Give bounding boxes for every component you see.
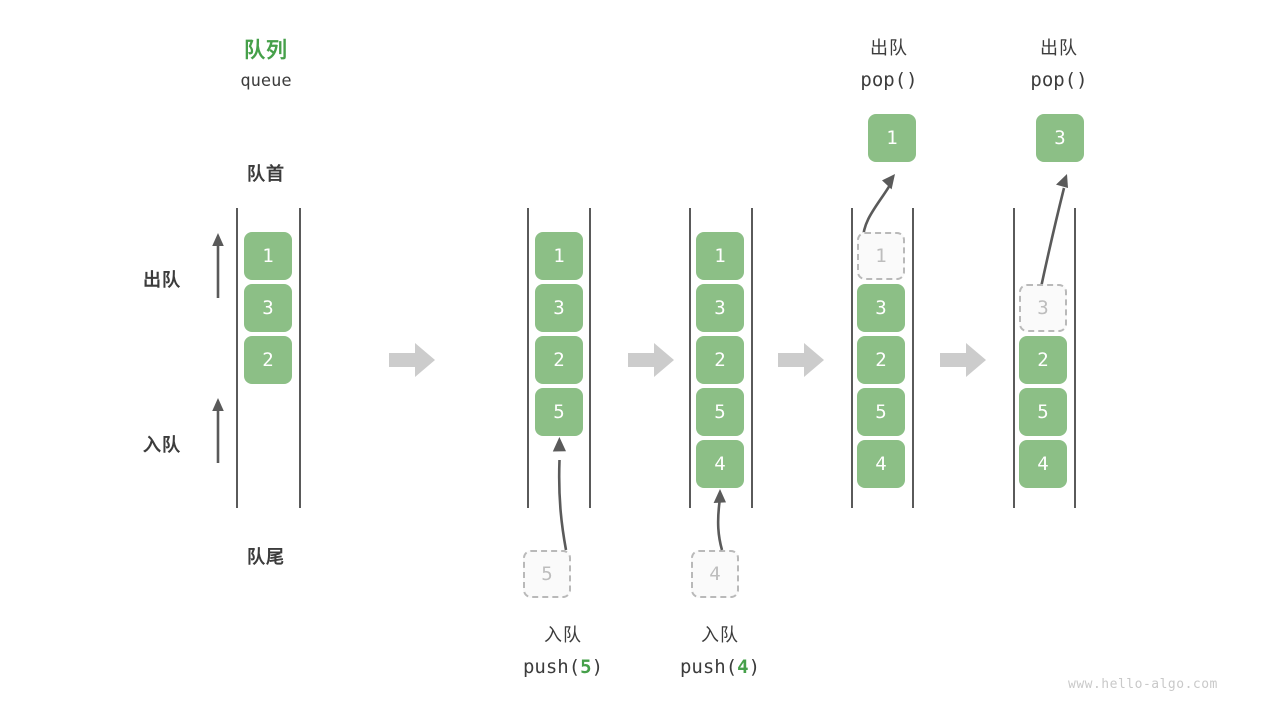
flow-arrow-3-icon — [778, 342, 824, 378]
queue-cell: 5 — [696, 388, 744, 436]
queue-cell: 5 — [1019, 388, 1067, 436]
enqueue-label: 入队 — [143, 435, 181, 455]
dequeue-label: 出队 — [143, 270, 181, 290]
queue-cell-ghost: 1 — [857, 232, 905, 280]
popped-cell: 1 — [868, 114, 916, 162]
watermark: www.hello-algo.com — [1068, 677, 1218, 692]
push-4-code-prefix: push( — [679, 656, 738, 678]
pop-1-code: pop() — [860, 69, 918, 91]
rear-label: 队尾 — [247, 547, 285, 567]
rail-right-2 — [589, 208, 591, 508]
rail-right-1 — [299, 208, 301, 508]
rail-right-3 — [751, 208, 753, 508]
push-4-code: push(4) — [650, 656, 790, 678]
queue-cell: 2 — [696, 336, 744, 384]
queue-title-en: queue — [240, 71, 292, 91]
pop-1-label-cn: 出队 — [870, 38, 908, 58]
flow-arrow-4-icon — [940, 342, 986, 378]
push-arrow-icon — [702, 488, 738, 551]
queue-title-cn: 队列 — [244, 39, 288, 62]
queue-cell: 4 — [857, 440, 905, 488]
popped-cell: 3 — [1036, 114, 1084, 162]
queue-cell: 3 — [244, 284, 292, 332]
queue-cell: 3 — [696, 284, 744, 332]
queue-cell: 2 — [535, 336, 583, 384]
flow-arrow-2-icon — [628, 342, 674, 378]
queue-cell: 1 — [244, 232, 292, 280]
queue-cell: 1 — [696, 232, 744, 280]
enqueue-arrow-icon — [209, 397, 227, 463]
push-5-code: push(5) — [493, 656, 633, 678]
pop-arrow-icon — [857, 168, 907, 241]
push-5-code-suffix: ) — [591, 656, 604, 678]
pop-3-label-cn: 出队 — [1040, 38, 1078, 58]
incoming-ghost-cell: 4 — [691, 550, 739, 598]
push-5-code-arg: 5 — [580, 656, 592, 678]
push-arrow-icon — [540, 436, 580, 551]
queue-cell: 2 — [857, 336, 905, 384]
pop-3-code: pop() — [1030, 69, 1088, 91]
rail-right-5 — [1074, 208, 1076, 508]
push-4-code-suffix: ) — [748, 656, 761, 678]
rail-left-2 — [527, 208, 529, 508]
pop-arrow-icon — [1026, 168, 1080, 293]
queue-cell: 3 — [857, 284, 905, 332]
rail-left-5 — [1013, 208, 1015, 508]
queue-cell: 2 — [1019, 336, 1067, 384]
queue-cell: 5 — [535, 388, 583, 436]
queue-cell: 3 — [535, 284, 583, 332]
rail-left-4 — [851, 208, 853, 508]
queue-cell: 1 — [535, 232, 583, 280]
rail-right-4 — [912, 208, 914, 508]
push-5-code-prefix: push( — [522, 656, 581, 678]
front-label: 队首 — [247, 164, 285, 184]
queue-cell: 5 — [857, 388, 905, 436]
rail-left-3 — [689, 208, 691, 508]
dequeue-arrow-icon — [209, 232, 227, 298]
rail-left-1 — [236, 208, 238, 508]
flow-arrow-1-icon — [389, 342, 435, 378]
push-4-code-arg: 4 — [737, 656, 749, 678]
queue-cell: 4 — [696, 440, 744, 488]
push-4-label-cn: 入队 — [701, 625, 739, 645]
push-5-label-cn: 入队 — [544, 625, 582, 645]
queue-cell: 2 — [244, 336, 292, 384]
queue-cell: 4 — [1019, 440, 1067, 488]
incoming-ghost-cell: 5 — [523, 550, 571, 598]
queue-cell-ghost: 3 — [1019, 284, 1067, 332]
